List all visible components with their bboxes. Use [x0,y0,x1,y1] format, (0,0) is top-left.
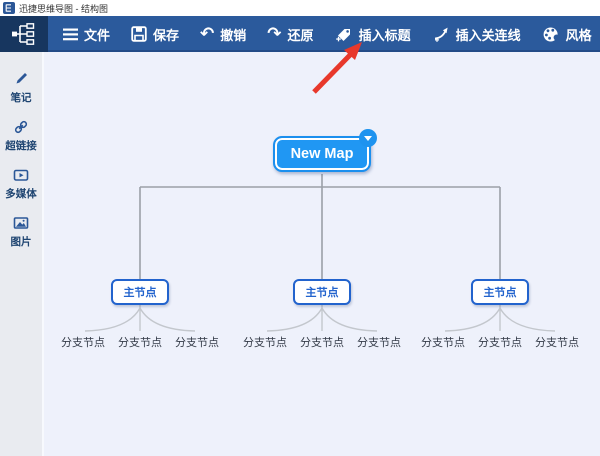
sidebar-item-hyperlink[interactable]: 超链接 [5,119,37,153]
file-button[interactable]: 文件 [57,16,116,52]
branch-node-1-3[interactable]: 分支节点 [175,337,219,349]
sidebar-item-hyperlink-label: 超链接 [5,140,37,152]
branch-node-3-1[interactable]: 分支节点 [421,337,465,349]
branch-connectors-1 [84,305,196,332]
sidebar-item-note-label: 笔记 [10,92,32,104]
undo-button-label: 撤销 [220,27,247,43]
insert-title-button[interactable]: 插入标题 [329,16,417,52]
app-icon [3,2,15,14]
root-node-collapse-badge[interactable] [359,129,377,147]
redo-button-label: 还原 [287,27,314,43]
multimedia-icon [13,169,29,181]
branch-node-1-2[interactable]: 分支节点 [118,337,162,349]
branch-node-2-1[interactable]: 分支节点 [243,337,287,349]
toolbar: 文件 保存 ↶ 撤销 ↷ 还原 插入标题 [0,16,600,52]
save-icon [131,26,147,42]
branch-node-2-2[interactable]: 分支节点 [300,337,344,349]
root-node[interactable]: New Map [273,129,377,172]
insert-title-button-label: 插入标题 [358,27,411,43]
main-node-2[interactable]: 主节点 [293,279,351,305]
style-button-label: 风格 [565,27,592,43]
insert-relation-line-button-label: 插入关连线 [455,27,521,43]
redo-icon: ↷ [267,23,282,44]
insert-relation-line-button[interactable]: 插入关连线 [426,16,527,52]
branch-connectors-3 [444,305,556,332]
main-node-1[interactable]: 主节点 [111,279,169,305]
menu-icon [63,28,78,40]
tree-connectors [139,174,501,279]
insert-relation-line-icon [434,27,448,42]
sidebar-item-image-label: 图片 [10,236,32,248]
sidebar-item-multimedia[interactable]: 多媒体 [5,167,37,201]
file-button-label: 文件 [84,27,111,43]
note-pencil-icon [16,73,27,84]
image-icon [13,217,29,229]
window-title: 迅捷思维导图 - 结构图 [19,3,108,14]
undo-button[interactable]: ↶ 撤销 [194,16,252,52]
app-logo [0,16,48,52]
sidebar-item-multimedia-label: 多媒体 [5,188,37,200]
branch-node-3-3[interactable]: 分支节点 [535,337,579,349]
undo-icon: ↶ [200,23,215,44]
mindmap-logo-icon [12,23,35,45]
hyperlink-icon [14,120,28,134]
branch-node-3-2[interactable]: 分支节点 [478,337,522,349]
chevron-down-icon [364,135,372,141]
branch-node-2-3[interactable]: 分支节点 [357,337,401,349]
redo-button[interactable]: ↷ 还原 [261,16,319,52]
save-button-label: 保存 [153,27,180,43]
window-titlebar: 迅捷思维导图 - 结构图 [0,0,600,16]
save-button[interactable]: 保存 [125,16,185,52]
sidebar-item-note[interactable]: 笔记 [11,71,32,105]
main-node-3[interactable]: 主节点 [471,279,529,305]
style-palette-icon [543,27,560,41]
branch-connectors-2 [266,305,378,332]
style-button[interactable]: 风格 [536,16,598,52]
sidebar-item-image[interactable]: 图片 [11,215,32,249]
branch-node-1-1[interactable]: 分支节点 [61,337,105,349]
insert-title-tag-icon [335,29,350,42]
root-node-label: New Map [290,146,354,162]
sidebar: 笔记 超链接 多媒体 图片 [0,52,44,456]
